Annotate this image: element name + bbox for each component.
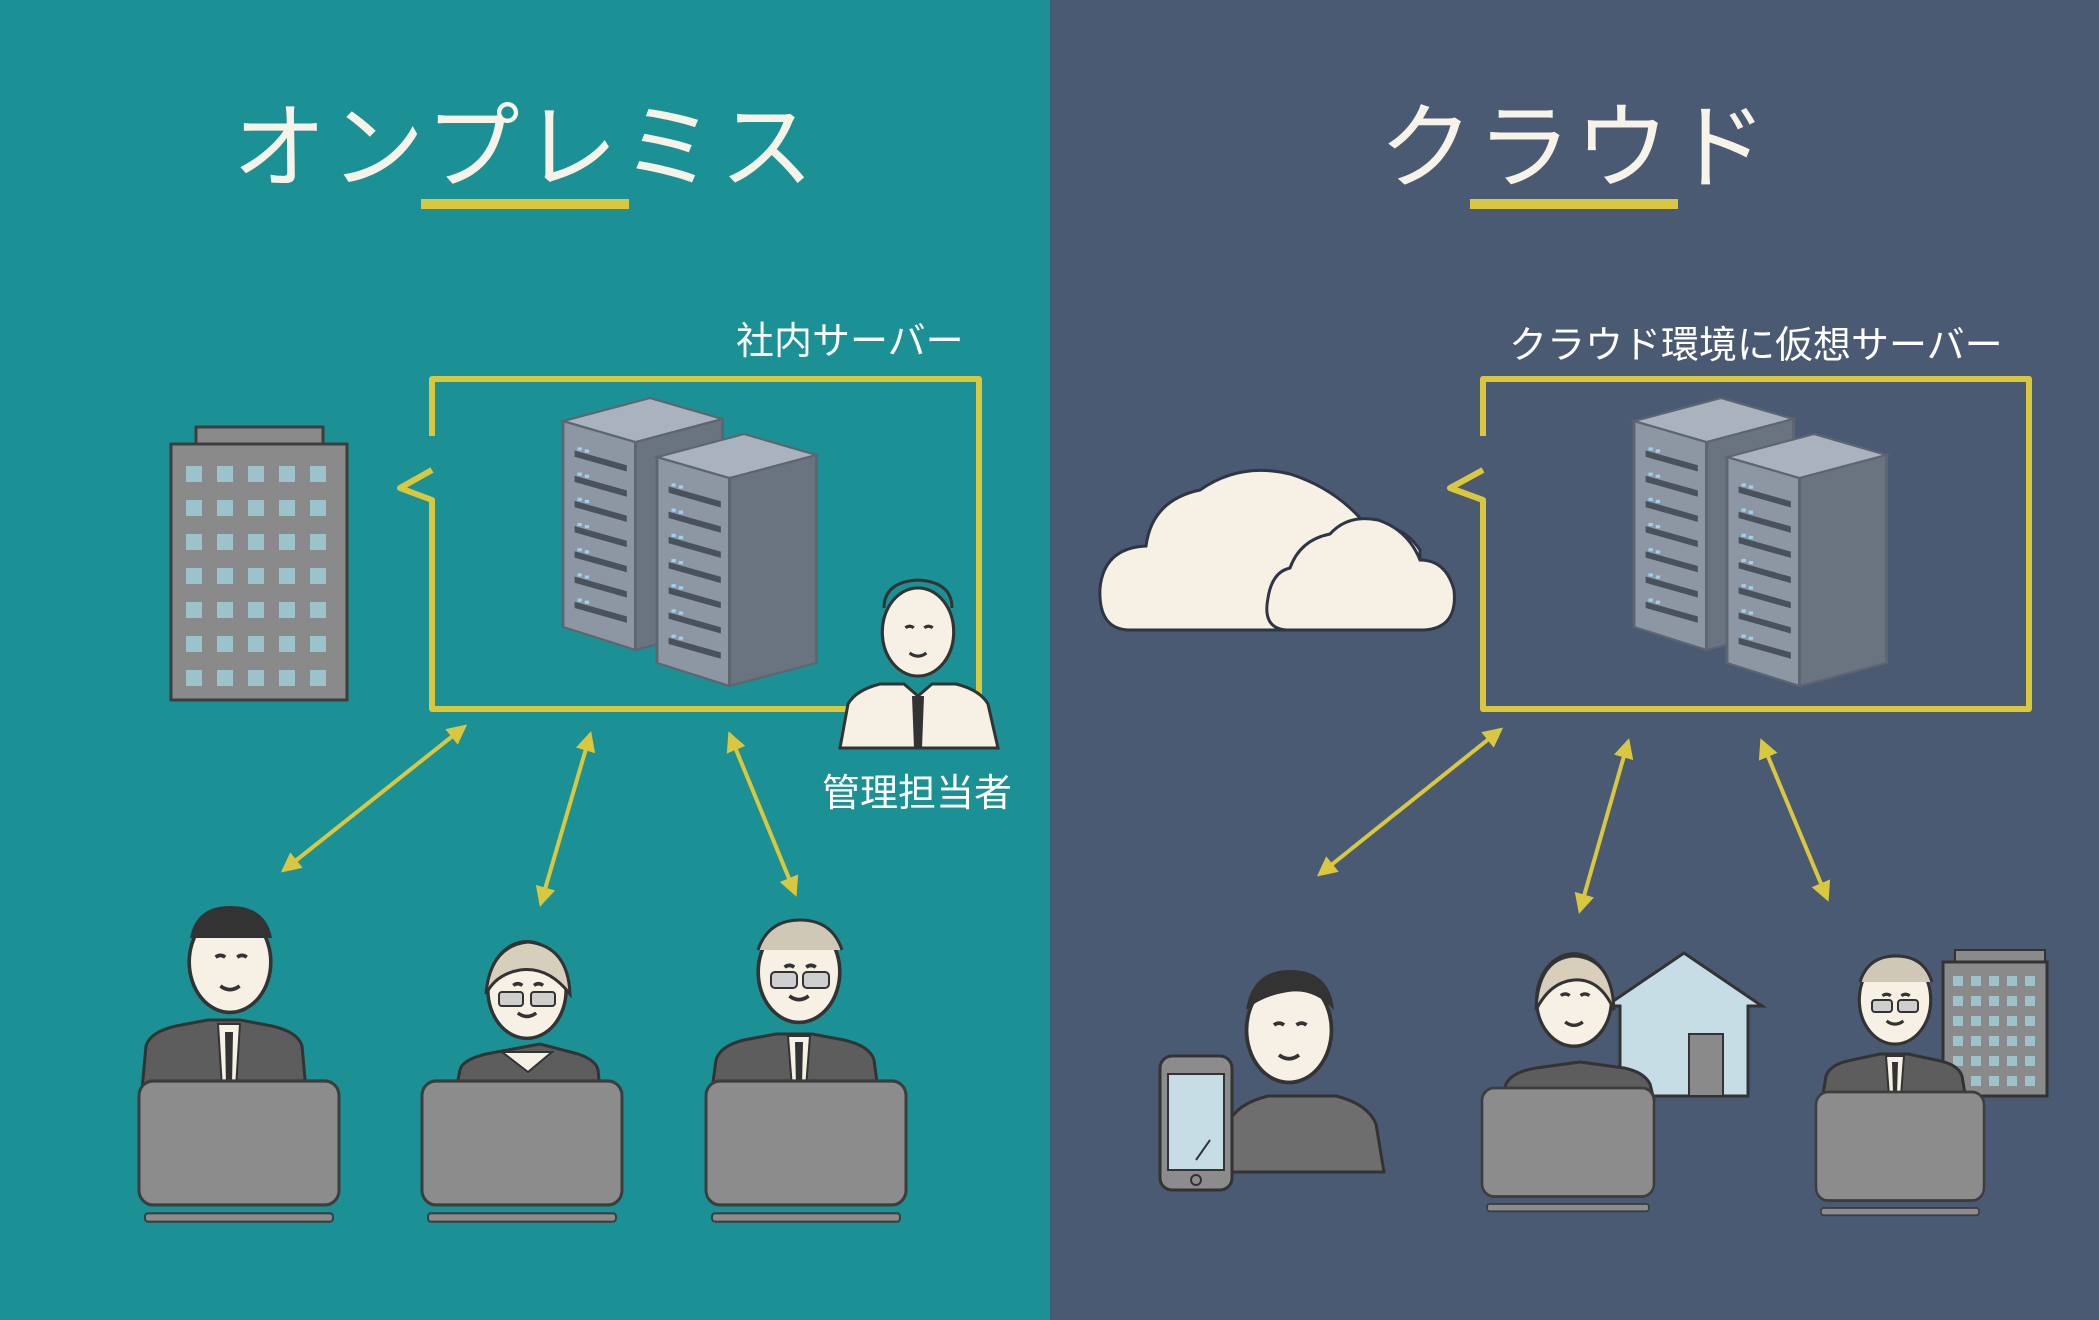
building-window — [1971, 1016, 1981, 1026]
building-window — [1971, 1056, 1981, 1066]
building-window — [1971, 996, 1981, 1006]
home-worker-icon — [1480, 951, 1767, 1213]
building-window — [1953, 1016, 1963, 1026]
building-window — [217, 670, 233, 686]
building-window — [2025, 996, 2035, 1006]
building-window — [186, 534, 202, 550]
building-window — [279, 602, 295, 618]
building-window — [310, 534, 326, 550]
building-window — [2007, 1016, 2017, 1026]
onprem-server-frame — [397, 376, 982, 712]
building-window — [310, 602, 326, 618]
building-window — [1953, 976, 1963, 986]
building-window — [1971, 1076, 1981, 1086]
building-window — [2007, 996, 2017, 1006]
building-window — [248, 602, 264, 618]
admin-person-icon — [838, 578, 1000, 750]
building-window — [1971, 1036, 1981, 1046]
office-building-icon — [169, 425, 349, 702]
building-window — [310, 500, 326, 516]
building-window — [1989, 1076, 1999, 1086]
cloud-title-underline — [1470, 199, 1678, 209]
building-window — [217, 636, 233, 652]
cloud-server-label: クラウド環境に仮想サーバー — [1509, 323, 2003, 367]
building-window — [2007, 1056, 2017, 1066]
building-window — [1989, 1056, 1999, 1066]
admin-label: 管理担当者 — [822, 771, 1013, 815]
building-window — [2007, 1076, 2017, 1086]
building-window — [1953, 1056, 1963, 1066]
building-window — [310, 636, 326, 652]
building-window — [310, 568, 326, 584]
building-window — [1989, 996, 1999, 1006]
building-window — [186, 636, 202, 652]
building-window — [2025, 976, 2035, 986]
building-window — [2025, 1076, 2035, 1086]
building-window — [1989, 1036, 1999, 1046]
building-window — [2007, 1036, 2017, 1046]
building-window — [186, 466, 202, 482]
building-window — [1953, 996, 1963, 1006]
building-window — [2025, 1016, 2035, 1026]
onprem-title: オンプレミス — [232, 94, 818, 203]
server-rack-icon — [1632, 396, 1888, 688]
building-window — [1953, 1036, 1963, 1046]
building-window — [310, 466, 326, 482]
building-window — [310, 670, 326, 686]
employee-laptop-icon — [420, 939, 624, 1224]
cloud-connection-arrows — [1316, 727, 1831, 914]
employee-laptop-icon — [137, 906, 341, 1224]
building-window — [248, 466, 264, 482]
building-window — [2025, 1056, 2035, 1066]
building-window — [248, 568, 264, 584]
building-window — [279, 466, 295, 482]
building-window — [217, 568, 233, 584]
building-window — [1971, 976, 1981, 986]
onprem-server-label: 社内サーバー — [736, 319, 964, 363]
building-window — [248, 670, 264, 686]
building-window — [279, 500, 295, 516]
building-window — [186, 670, 202, 686]
building-window — [2007, 976, 2017, 986]
building-window — [279, 534, 295, 550]
building-window — [217, 500, 233, 516]
building-window — [186, 602, 202, 618]
building-window — [1989, 976, 1999, 986]
office-worker-icon — [1814, 949, 2049, 1217]
onprem-connection-arrows — [280, 724, 799, 907]
building-window — [186, 500, 202, 516]
cloud-server-frame — [1447, 376, 2032, 712]
building-window — [2025, 1036, 2035, 1046]
building-window — [1989, 1016, 1999, 1026]
building-window — [248, 500, 264, 516]
building-window — [279, 568, 295, 584]
building-window — [217, 466, 233, 482]
cloud-title: クラウド — [1378, 94, 1771, 203]
building-window — [248, 534, 264, 550]
building-window — [217, 602, 233, 618]
server-rack-icon — [561, 396, 818, 688]
building-window — [279, 670, 295, 686]
employee-laptop-icon — [704, 918, 908, 1224]
building-window — [248, 636, 264, 652]
onprem-title-underline — [421, 199, 629, 209]
smartphone-user-icon — [1158, 970, 1386, 1192]
building-window — [186, 568, 202, 584]
building-window — [217, 534, 233, 550]
cloud-icon — [1098, 468, 1456, 632]
building-window — [279, 636, 295, 652]
